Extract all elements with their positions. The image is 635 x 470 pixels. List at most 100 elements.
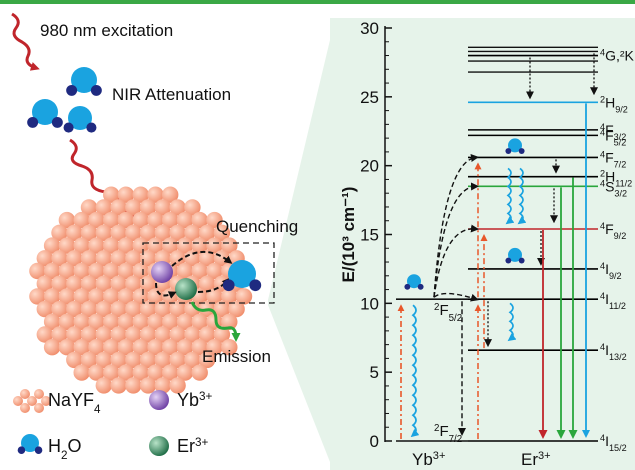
nanoparticle-bead	[162, 313, 179, 330]
nanoparticle-bead	[147, 313, 164, 330]
er-level-label: 4I11/2	[600, 291, 626, 311]
nanoparticle-bead	[139, 300, 157, 318]
nanoparticle-bead	[58, 288, 76, 305]
nanoparticle-bead	[36, 275, 53, 292]
nanoparticle-bead	[147, 288, 164, 305]
nanoparticle-bead	[132, 288, 149, 305]
legend-label: NaYF4	[48, 390, 101, 416]
nanoparticle-bead	[154, 300, 171, 318]
nanoparticle-bead	[51, 326, 68, 343]
nanoparticle-bead	[184, 300, 201, 318]
quenching-box	[142, 242, 275, 304]
nanoparticle-bead	[80, 275, 98, 292]
y-tick-label: 30	[360, 19, 379, 38]
er-legend-icon	[149, 436, 169, 456]
nanoparticle-bead	[191, 364, 208, 381]
nanoparticle-bead	[95, 351, 113, 369]
nanoparticle-bead	[154, 326, 171, 343]
nanoparticle-bead	[43, 262, 61, 280]
y-tick-label: 0	[370, 432, 379, 451]
nanoparticle-bead	[147, 237, 164, 254]
nanoparticle-bead	[162, 237, 179, 254]
water-cluster	[27, 67, 102, 133]
nanoparticle-bead	[88, 262, 105, 280]
energy-transfer-arrow	[155, 282, 177, 299]
nanoparticle-bead	[169, 300, 186, 318]
attenuation-label: NIR Attenuation	[112, 85, 231, 104]
nanoparticle-bead	[66, 224, 83, 241]
yb-wavy-quench-arrow	[410, 304, 420, 438]
water-molecule-2	[27, 99, 63, 128]
nanoparticle-bead	[95, 250, 113, 267]
nanoparticle-bead	[184, 326, 201, 343]
nanoparticle-bead	[110, 275, 127, 292]
legend-label: H2O	[48, 436, 82, 462]
nanoparticle-bead	[66, 300, 83, 318]
nanoparticle-bead	[132, 262, 149, 280]
nanoparticle-bead	[191, 313, 208, 330]
nanoparticle-bead	[125, 224, 142, 241]
water-molecule-3	[63, 106, 97, 133]
nanoparticle-bead	[73, 211, 90, 229]
y-tick-label: 15	[360, 226, 379, 245]
nanoparticle-bead	[176, 211, 194, 229]
nanoparticle-bead	[58, 313, 76, 330]
nanoparticle-bead	[88, 364, 105, 381]
nanoparticle-bead	[43, 288, 61, 305]
nanoparticle-bead	[176, 237, 194, 254]
nanoparticle-bead	[43, 313, 61, 330]
emission-arrow	[190, 301, 241, 342]
er-wavy-quench-arrow	[517, 167, 527, 225]
nanoparticle-bead	[36, 250, 53, 267]
nanoparticle-bead	[103, 262, 120, 280]
yb-legend-icon	[149, 390, 169, 410]
nanoparticle-bead	[154, 199, 171, 216]
nanoparticle-bead	[221, 288, 238, 305]
nanoparticle-bead	[191, 262, 208, 280]
nanoparticle-bead	[147, 211, 164, 229]
quench-arrow-yb	[171, 250, 233, 267]
energy-transfer-arrow	[433, 292, 479, 302]
nanoparticle-bead	[80, 224, 98, 241]
nanoparticle-bead	[213, 224, 231, 241]
nanoparticle-bead	[110, 199, 127, 216]
nanoparticle-bead	[125, 351, 142, 369]
nanoparticle-bead	[184, 351, 201, 369]
nanoparticle-bead	[110, 224, 127, 241]
er-wavy-quench-arrow	[505, 167, 515, 225]
nanoparticle-bead	[221, 313, 238, 330]
nanoparticle-bead	[169, 326, 186, 343]
nanoparticle-bead	[117, 211, 135, 229]
nanoparticle-bead	[125, 300, 142, 318]
nanoparticle-bead	[66, 351, 83, 369]
nanoparticle-bead	[43, 237, 61, 254]
nanoparticle-bead	[36, 326, 53, 343]
nanoparticle-bead	[169, 224, 186, 241]
er-level-label: 2H11/2	[600, 169, 632, 189]
nanoparticle-bead	[117, 237, 135, 254]
nanoparticle-bead	[117, 313, 135, 330]
nanoparticle-bead	[95, 300, 113, 318]
nanoparticle-bead	[139, 224, 157, 241]
nanoparticle-bead	[162, 339, 179, 356]
nanoparticle-bead	[154, 351, 171, 369]
nanoparticle-bead	[117, 364, 135, 381]
nanoparticle-bead	[103, 237, 120, 254]
nanoparticle-bead	[95, 199, 113, 216]
yb-ion	[151, 261, 173, 283]
nanoparticle-bead	[132, 364, 149, 381]
energy-transfer-arrow	[433, 224, 479, 298]
er-level-label: 4G,²K	[600, 48, 635, 64]
nanoparticle-bead	[206, 211, 223, 229]
nanoparticle-bead	[103, 313, 120, 330]
yb-level-label: 2F5/2	[434, 302, 462, 324]
nanoparticle-bead	[191, 237, 208, 254]
nanoparticle-bead	[198, 224, 216, 241]
nanoparticle-bead	[80, 250, 98, 267]
nanoparticle-bead	[51, 275, 68, 292]
er-level-label: 4I9/2	[600, 261, 622, 281]
emission-label: Emission	[202, 347, 271, 366]
nanoparticle-bead	[103, 364, 120, 381]
legend-item: H2O	[17, 434, 82, 462]
